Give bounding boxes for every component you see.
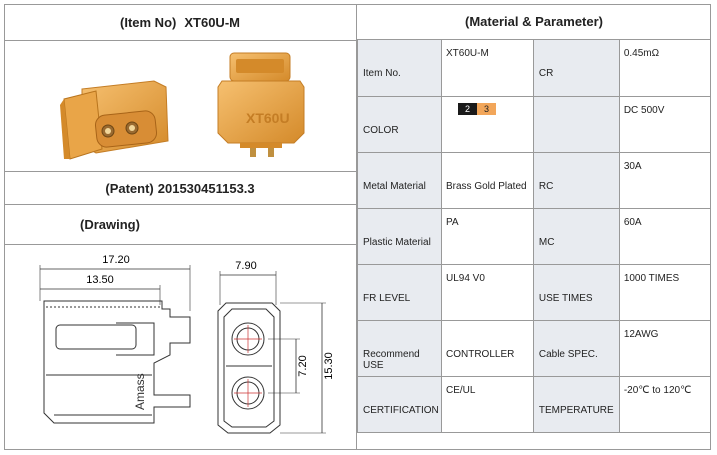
value-cell: CONTROLLER <box>440 319 534 377</box>
dim-overall-length: 17.20 <box>102 254 130 266</box>
label-cell: Recommend USE <box>357 319 442 377</box>
label-cell: MC <box>532 207 620 265</box>
left-panel: (Item No) XT60U-M <box>4 4 357 450</box>
value-cell: Brass Gold Plated <box>440 151 534 209</box>
label-cell: Metal Material <box>357 151 442 209</box>
table-row: Recommend USE CONTROLLER Cable SPEC. 12A… <box>357 319 711 377</box>
label-cell: COLOR <box>357 95 442 153</box>
technical-drawing: 17.20 13.50 Amass 7.90 <box>4 245 356 450</box>
label-cell: FR LEVEL <box>357 263 442 321</box>
label-cell: TEMPERATURE <box>532 375 620 433</box>
connector-marking: XT60U <box>246 110 290 126</box>
label-cell: CERTIFICATION <box>357 375 442 433</box>
dim-width: 7.90 <box>235 260 256 272</box>
value-cell: 12AWG <box>618 319 711 377</box>
dim-pin-pitch: 7.20 <box>297 355 309 376</box>
table-row: Plastic Material PA MC 60A <box>357 207 711 265</box>
value-cell: CE/UL <box>440 375 534 433</box>
color-swatch-yellow: 3 <box>476 102 496 115</box>
label-cell: CR <box>532 40 620 97</box>
table-row: Metal Material Brass Gold Plated RC 30A <box>357 151 711 209</box>
value-cell: DC 500V <box>618 95 711 153</box>
item-no-value: XT60U-M <box>184 14 240 30</box>
label-cell: Plastic Material <box>357 207 442 265</box>
value-cell: 1000 TIMES <box>618 263 711 321</box>
side-marking: Amass <box>133 373 147 410</box>
patent-value: 201530451153.3 <box>157 180 255 196</box>
side-view-drawing: Amass <box>43 300 191 424</box>
patent-label: (Patent) <box>105 180 154 196</box>
patent-row: (Patent) 201530451153.3 <box>4 171 356 205</box>
label-cell <box>532 95 620 153</box>
value-cell: 30A <box>618 151 711 209</box>
item-no-header: (Item No) XT60U-M <box>4 4 356 41</box>
value-cell: UL94 V0 <box>440 263 534 321</box>
value-cell: XT60U-M <box>440 40 534 97</box>
drawing-header: (Drawing) <box>4 205 356 245</box>
value-cell: PA <box>440 207 534 265</box>
table-row: CERTIFICATION CE/UL TEMPERATURE -20℃ to … <box>357 375 711 433</box>
drawing-label: (Drawing) <box>80 217 140 232</box>
item-no-label: (Item No) <box>120 14 177 30</box>
dim-height: 15.30 <box>323 352 335 380</box>
table-row: Item No. XT60U-M CR 0.45mΩ <box>357 40 711 97</box>
product-photo: XT60U <box>4 41 356 171</box>
value-cell: 60A <box>618 207 711 265</box>
right-panel: (Material & Parameter) Item No. XT60U-M … <box>357 4 711 450</box>
table-row: FR LEVEL UL94 V0 USE TIMES 1000 TIMES <box>357 263 711 321</box>
connector-front-view-photo: XT60U <box>217 52 305 157</box>
label-cell: USE TIMES <box>532 263 620 321</box>
value-cell: -20℃ to 120℃ <box>618 375 711 433</box>
connector-side-view-photo <box>60 80 169 160</box>
front-view-drawing <box>217 302 281 434</box>
color-swatch-black: 2 <box>457 102 477 115</box>
value-cell: 0.45mΩ <box>618 40 711 97</box>
label-cell: Cable SPEC. <box>532 319 620 377</box>
material-parameter-header: (Material & Parameter) <box>357 4 711 40</box>
label-cell: RC <box>532 151 620 209</box>
dim-body-length: 13.50 <box>86 274 114 286</box>
label-cell: Item No. <box>357 40 442 97</box>
